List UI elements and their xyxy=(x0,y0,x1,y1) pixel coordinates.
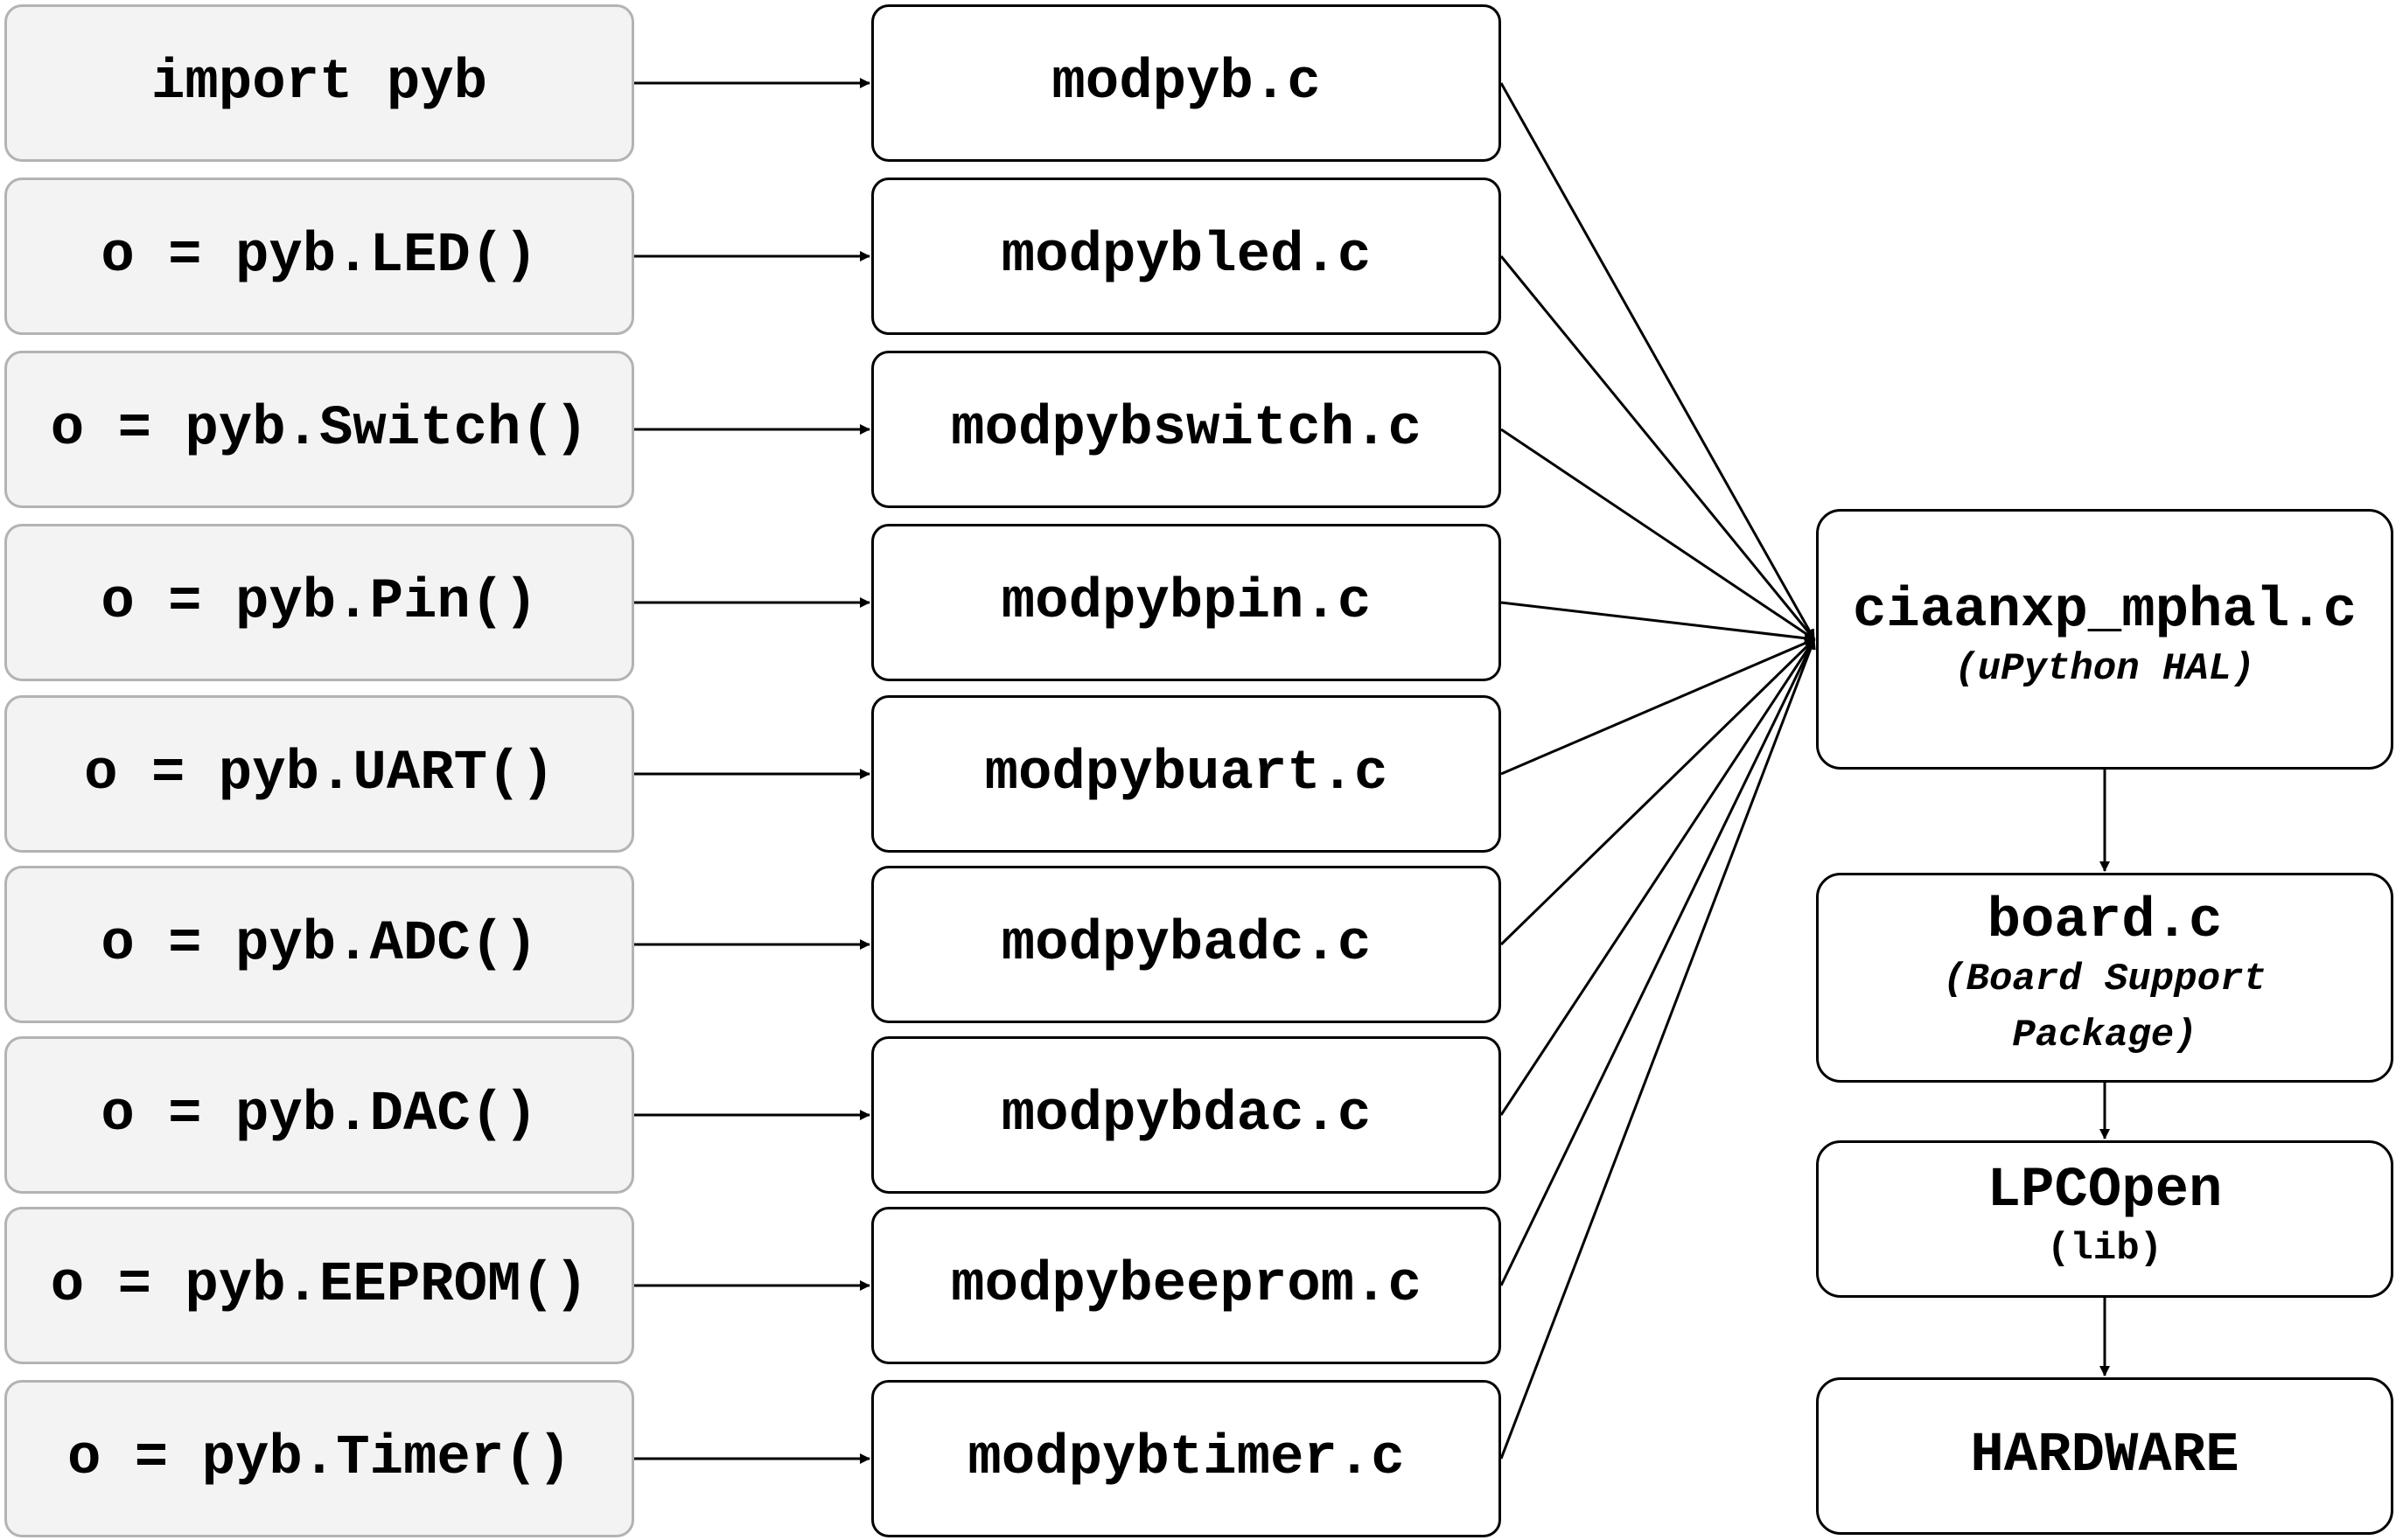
python-call-eeprom: o = pyb.EEPROM() xyxy=(4,1207,634,1364)
module-to-hal-arrow xyxy=(1500,638,1815,776)
board-box: board.c (Board Support Package) xyxy=(1816,873,2393,1083)
c-module-label: modpybdac.c xyxy=(1001,1083,1372,1146)
c-module-label: modpybled.c xyxy=(1001,224,1372,288)
board-name: board.c xyxy=(1987,890,2223,953)
c-module-label: modpyb.c xyxy=(1051,51,1321,115)
lpcopen-box: LPCOpen (lib) xyxy=(1816,1140,2393,1298)
python-call-adc: o = pyb.ADC() xyxy=(4,866,634,1023)
module-to-hal-arrow xyxy=(1500,601,1815,644)
hal-name: ciaanxp_mphal.c xyxy=(1852,579,2358,643)
c-module-modpybeeprom: modpybeeprom.c xyxy=(871,1207,1501,1364)
c-module-label: modpybswitch.c xyxy=(951,397,1422,461)
python-call-label: o = pyb.Switch() xyxy=(50,397,589,461)
c-module-modpyb: modpyb.c xyxy=(871,4,1501,162)
c-module-label: modpybadc.c xyxy=(1001,912,1372,976)
hardware-name: HARDWARE xyxy=(1970,1424,2239,1488)
module-to-hal-arrow xyxy=(1499,638,1816,1460)
python-call-label: o = pyb.DAC() xyxy=(101,1083,538,1146)
c-module-label: modpybtimer.c xyxy=(967,1426,1405,1490)
python-call-label: import pyb xyxy=(150,51,488,115)
hal-box: ciaanxp_mphal.c (uPython HAL) xyxy=(1816,509,2393,770)
c-module-label: modpybeeprom.c xyxy=(951,1253,1422,1317)
c-module-modpybpin: modpybpin.c xyxy=(871,524,1501,681)
module-to-hal-arrow xyxy=(1499,638,1816,1286)
hal-description: (uPython HAL) xyxy=(1954,647,2255,692)
c-module-modpybswitch: modpybswitch.c xyxy=(871,351,1501,508)
lpcopen-description: (lib) xyxy=(2046,1227,2163,1272)
module-to-hal-arrow xyxy=(1499,255,1816,640)
hardware-box: HARDWARE xyxy=(1816,1377,2393,1535)
python-call-label: o = pyb.ADC() xyxy=(101,912,538,976)
python-call-led: o = pyb.LED() xyxy=(4,178,634,335)
python-call-pin: o = pyb.Pin() xyxy=(4,524,634,681)
module-to-hal-arrow xyxy=(1499,638,1816,946)
c-module-modpybadc: modpybadc.c xyxy=(871,866,1501,1023)
python-call-label: o = pyb.Pin() xyxy=(101,570,538,634)
module-to-hal-arrow xyxy=(1499,638,1816,1116)
c-module-label: modpybpin.c xyxy=(1001,570,1372,634)
python-call-import-pyb: import pyb xyxy=(4,4,634,162)
python-call-label: o = pyb.EEPROM() xyxy=(50,1253,589,1317)
python-call-label: o = pyb.Timer() xyxy=(66,1426,572,1490)
python-call-label: o = pyb.UART() xyxy=(84,742,555,805)
c-module-modpybtimer: modpybtimer.c xyxy=(871,1380,1501,1537)
c-module-label: modpybuart.c xyxy=(984,742,1388,805)
python-call-switch: o = pyb.Switch() xyxy=(4,351,634,508)
c-module-modpybled: modpybled.c xyxy=(871,178,1501,335)
python-call-uart: o = pyb.UART() xyxy=(4,695,634,853)
c-module-modpybuart: modpybuart.c xyxy=(871,695,1501,853)
board-description: (Board Support Package) xyxy=(1943,958,2267,1058)
python-call-timer: o = pyb.Timer() xyxy=(4,1380,634,1537)
python-call-dac: o = pyb.DAC() xyxy=(4,1036,634,1194)
python-call-label: o = pyb.LED() xyxy=(101,224,538,288)
module-to-hal-arrow xyxy=(1499,82,1816,640)
c-module-modpybdac: modpybdac.c xyxy=(871,1036,1501,1194)
lpcopen-name: LPCOpen xyxy=(1987,1159,2223,1223)
module-to-hal-arrow xyxy=(1500,428,1815,641)
